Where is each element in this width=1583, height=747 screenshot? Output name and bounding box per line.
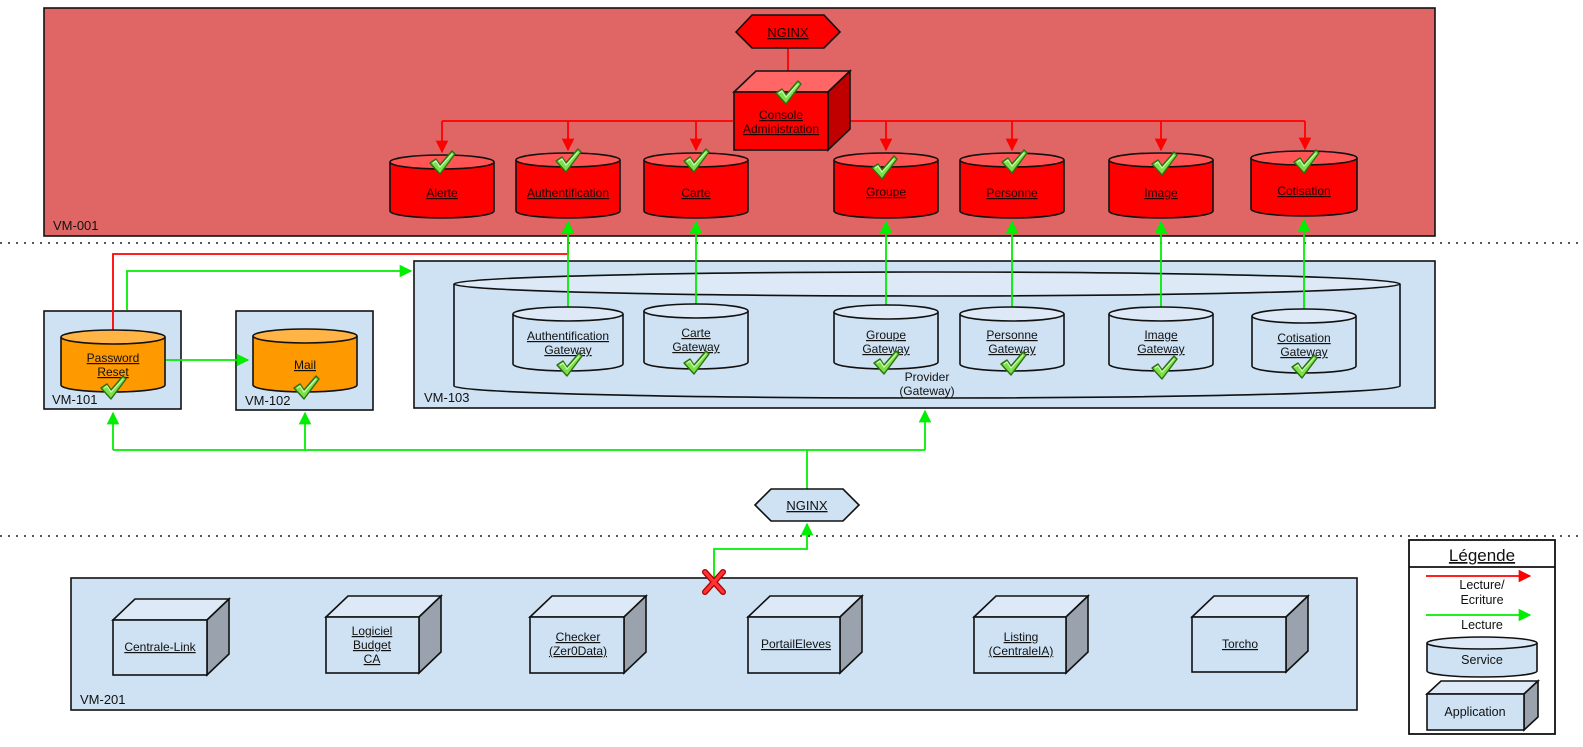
legend-service-label: Service xyxy=(1461,653,1503,667)
password-reset-label-2: Reset xyxy=(97,365,129,379)
gateway-image-label-1: Image xyxy=(1144,328,1178,342)
vm-103-label: VM-103 xyxy=(424,390,470,405)
app-logiciel-budget-label-1: Logiciel xyxy=(352,624,393,638)
password-reset-label-1: Password xyxy=(87,351,140,365)
provider-label-1: Provider xyxy=(905,370,950,384)
gateway-groupe-label-2: Gateway xyxy=(862,342,909,356)
legend: Légende Lecture/ Ecriture Lecture Servic… xyxy=(1408,539,1556,735)
legend-read-label: Lecture xyxy=(1461,618,1503,632)
app-portail-eleves-label: PortailEleves xyxy=(761,637,831,651)
app-logiciel-budget-label-2: Budget xyxy=(353,638,392,652)
legend-rw-label-1: Lecture/ xyxy=(1459,578,1505,592)
db-image: Image xyxy=(1108,151,1214,219)
console-label-1: Console xyxy=(759,108,803,122)
vm-101-label: VM-101 xyxy=(52,392,98,407)
db-personne: Personne xyxy=(959,149,1065,219)
db-cotisation: Cotisation xyxy=(1250,149,1358,217)
db-alerte: Alerte xyxy=(389,150,495,219)
db-personne-label: Personne xyxy=(986,186,1038,200)
legend-rw-label-2: Ecriture xyxy=(1460,593,1503,607)
db-authentification-label: Authentification xyxy=(527,186,609,200)
mail-service: Mail xyxy=(252,328,358,400)
vm-201-label: VM-201 xyxy=(80,692,126,707)
provider-label-2: (Gateway) xyxy=(899,384,954,398)
legend-service-shape xyxy=(1426,636,1538,678)
gateway-personne-label-2: Gateway xyxy=(988,342,1035,356)
gateway-personne-label-1: Personne xyxy=(986,328,1038,342)
gateway-personne: Personne Gateway xyxy=(959,306,1065,376)
gateway-cotisation-label-2: Gateway xyxy=(1280,345,1327,359)
nginx-middle-label: NGINX xyxy=(786,498,828,513)
db-carte-label: Carte xyxy=(681,186,711,200)
gateway-carte-label-2: Gateway xyxy=(672,340,719,354)
app-listing-label-2: (CentraleIA) xyxy=(989,644,1054,658)
mail-label: Mail xyxy=(294,358,316,372)
gateway-groupe-label-1: Groupe xyxy=(866,328,906,342)
legend-application-shape xyxy=(1424,679,1541,732)
app-torcho: Torcho xyxy=(1190,594,1310,674)
app-centrale-link-label: Centrale-Link xyxy=(124,640,196,654)
db-groupe: Groupe xyxy=(833,152,939,219)
db-groupe-label: Groupe xyxy=(866,185,906,199)
legend-title: Légende xyxy=(1449,546,1515,565)
vm-102-label: VM-102 xyxy=(245,393,291,408)
app-logiciel-budget-label-3: CA xyxy=(364,652,381,666)
vm-201-zone xyxy=(70,577,1358,711)
gateway-authentification-label-2: Gateway xyxy=(544,343,591,357)
app-torcho-label: Torcho xyxy=(1222,637,1258,651)
gateway-image: Image Gateway xyxy=(1108,306,1214,380)
gateway-carte-label-1: Carte xyxy=(681,326,711,340)
app-portail-eleves: PortailEleves xyxy=(746,594,864,675)
db-image-label: Image xyxy=(1144,186,1178,200)
app-logiciel-budget: Logiciel Budget CA xyxy=(324,594,443,675)
gateway-carte: Carte Gateway xyxy=(643,303,749,375)
db-cotisation-label: Cotisation xyxy=(1277,184,1330,198)
password-reset-service: Password Reset xyxy=(60,329,166,400)
db-authentification: Authentification xyxy=(515,148,621,219)
green-links xyxy=(106,218,1311,578)
db-carte: Carte xyxy=(643,148,749,219)
gateway-cotisation-label-1: Cotisation xyxy=(1277,331,1330,345)
console-label-2: Administration xyxy=(743,122,819,136)
gateway-groupe: Groupe Gateway xyxy=(833,304,939,375)
gateway-authentification: Authentification Gateway xyxy=(512,306,624,377)
app-checker-label-1: Checker xyxy=(556,630,601,644)
nginx-middle: NGINX xyxy=(753,488,861,522)
db-alerte-label: Alerte xyxy=(426,186,458,200)
app-listing-label-1: Listing xyxy=(1004,630,1039,644)
nginx-top: NGINX xyxy=(734,14,842,49)
vm-001-label: VM-001 xyxy=(53,218,99,233)
console-administration-box: Console Administration xyxy=(732,69,852,152)
cross-icon xyxy=(702,569,726,595)
app-centrale-link: Centrale-Link xyxy=(111,597,231,677)
app-listing: Listing (CentraleIA) xyxy=(972,594,1090,675)
nginx-top-label: NGINX xyxy=(767,25,809,40)
gateway-image-label-2: Gateway xyxy=(1137,342,1184,356)
gateway-authentification-label-1: Authentification xyxy=(527,329,609,343)
legend-application-label: Application xyxy=(1444,705,1505,719)
app-checker: Checker (Zer0Data) xyxy=(528,594,648,675)
app-checker-label-2: (Zer0Data) xyxy=(549,644,607,658)
gateway-cotisation: Cotisation Gateway xyxy=(1251,308,1357,379)
